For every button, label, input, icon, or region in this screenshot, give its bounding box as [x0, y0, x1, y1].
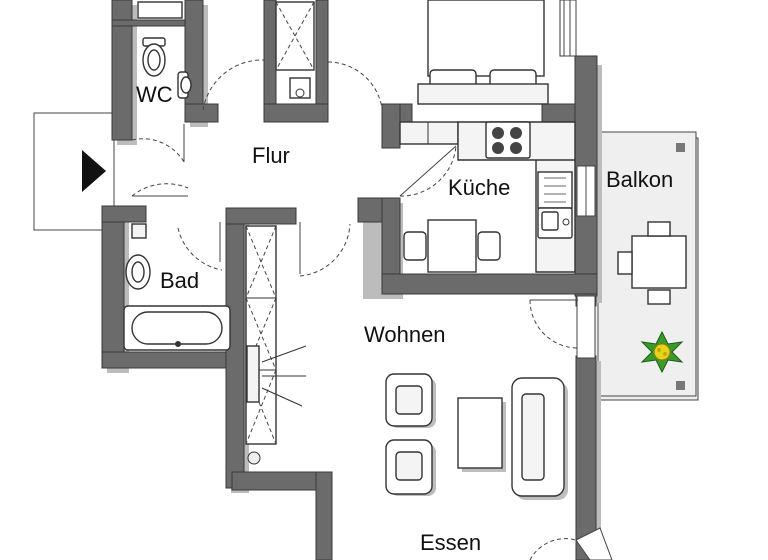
living-furniture — [385, 373, 568, 500]
room-label-bad: Bad — [160, 268, 199, 293]
room-label-balkon: Balkon — [606, 167, 673, 192]
bath-fixtures — [123, 223, 231, 351]
room-label-kueche: Küche — [448, 175, 510, 200]
room-label-wc: WC — [136, 82, 173, 107]
windows — [563, 0, 596, 359]
armchair-bottom — [385, 439, 436, 496]
kitchen-table — [403, 219, 501, 273]
wc-fixtures — [137, 1, 192, 99]
armchair-top — [385, 373, 436, 428]
door-swings — [131, 59, 579, 349]
terrace-door — [529, 527, 613, 560]
room-label-flur: Flur — [252, 143, 290, 168]
room-label-wohnen: Wohnen — [364, 322, 446, 347]
coffee-table — [457, 397, 506, 472]
walls — [101, 0, 598, 560]
shaft-central — [245, 225, 307, 465]
sofa — [511, 377, 568, 500]
entrance-arrow-icon — [82, 150, 106, 192]
entrance — [33, 112, 115, 231]
bedroom-bed — [417, 0, 549, 105]
balcony-table — [617, 221, 687, 305]
plant-icon — [640, 330, 684, 374]
room-label-essen: Essen — [420, 530, 481, 555]
shaft-top — [275, 1, 315, 99]
kitchen-fixtures — [399, 121, 576, 273]
